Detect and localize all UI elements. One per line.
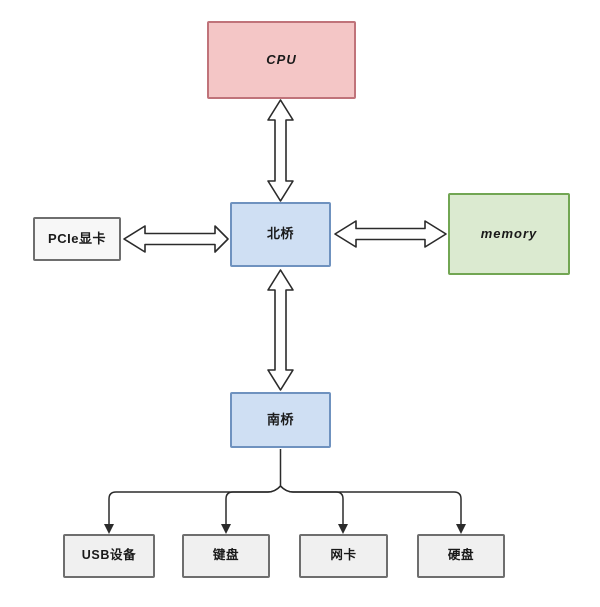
node-pcie-gpu-label: PCIe显卡 xyxy=(48,230,106,246)
node-keyboard-label: 键盘 xyxy=(212,548,240,563)
connector-northbridge-memory xyxy=(334,220,447,248)
node-pcie-gpu[interactable]: PCIe显卡 xyxy=(33,217,121,261)
node-southbridge-label: 南桥 xyxy=(266,411,294,427)
node-network-card[interactable]: 网卡 xyxy=(299,534,388,578)
node-northbridge-label: 北桥 xyxy=(266,226,294,242)
connector-cpu-northbridge xyxy=(267,99,294,202)
connector-southbridge-hard-disk xyxy=(279,485,466,534)
node-southbridge[interactable]: 南桥 xyxy=(230,392,331,448)
node-memory[interactable]: memory xyxy=(448,193,570,275)
node-cpu-label: CPU xyxy=(266,51,297,67)
connector-southbridge-usb-device xyxy=(104,485,282,534)
node-keyboard[interactable]: 键盘 xyxy=(182,534,270,578)
connector-pcie-gpu-northbridge xyxy=(123,225,229,253)
node-network-card-label: 网卡 xyxy=(330,548,357,563)
node-memory-label: memory xyxy=(480,225,538,241)
connector-southbridge-keyboard xyxy=(221,485,282,534)
connector-southbridge-network-card xyxy=(279,485,348,534)
node-northbridge[interactable]: 北桥 xyxy=(230,202,331,267)
node-cpu[interactable]: CPU xyxy=(207,21,356,99)
node-usb-device[interactable]: USB设备 xyxy=(63,534,155,578)
node-usb-device-label: USB设备 xyxy=(81,548,137,563)
node-hard-disk-label: 硬盘 xyxy=(447,548,475,563)
connector-northbridge-southbridge xyxy=(267,269,294,391)
node-hard-disk[interactable]: 硬盘 xyxy=(417,534,505,578)
